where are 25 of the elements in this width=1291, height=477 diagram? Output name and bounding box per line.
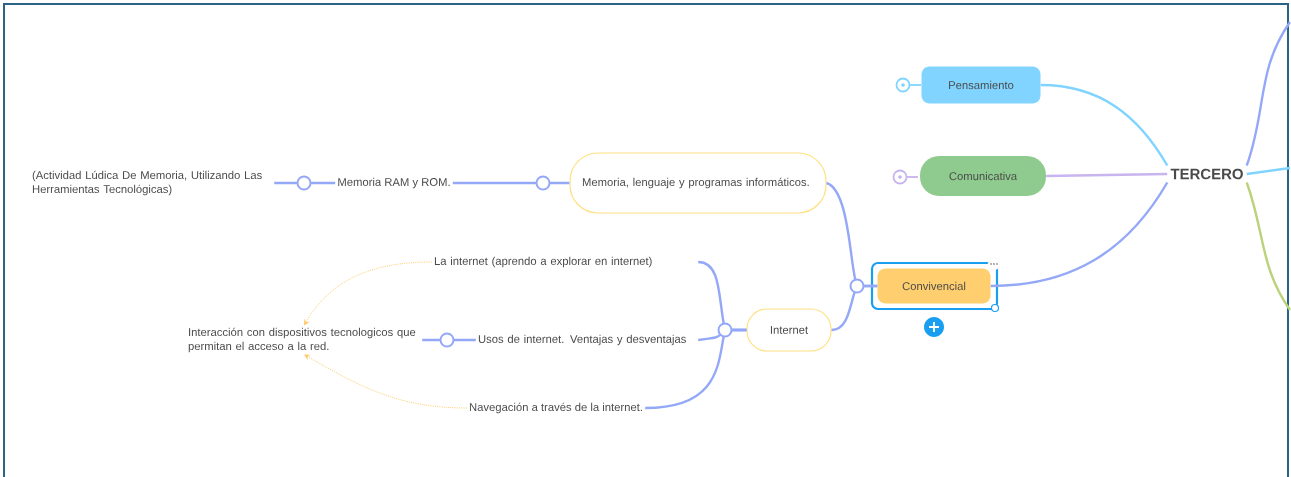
- subtopic-box: Memoria, lenguaje y programas informáticos.: [569, 152, 827, 214]
- branch-line: [645, 328, 747, 410]
- topic-text: Navegación a través de la internet.: [469, 402, 642, 414]
- topic-box: Comunicativa: [920, 156, 1046, 196]
- branch-line: [1245, 182, 1291, 311]
- topic-text: Memoria RAM y ROM.: [338, 177, 450, 189]
- branch-line: [1245, 21, 1291, 166]
- branch-line: [1246, 166, 1291, 176]
- branch-line: [452, 181, 570, 185]
- topic-text: Usos de internet. Ventajas y desventajas: [478, 334, 686, 346]
- topic-box: Pensamiento: [921, 66, 1041, 104]
- dotted-arrow: [304, 261, 433, 326]
- central-topic: TERCERO: [1170, 168, 1243, 180]
- branch-line: [990, 181, 1169, 288]
- branch-line: [1040, 83, 1169, 167]
- topic-text: La internet (aprendo a explorar en internet): [434, 256, 652, 268]
- branch-line: [422, 338, 476, 342]
- subtopic-box: Internet: [746, 308, 832, 352]
- branch-line: [1046, 172, 1168, 178]
- branch-line: [831, 284, 878, 332]
- topic-text: (Actividad Lúdica De Memoria, Utilizando Las Herramientas Tecnológicas): [32, 170, 262, 196]
- dotted-arrow: [304, 354, 468, 409]
- topic-box: Convivencial: [877, 268, 991, 304]
- branch-line: [274, 181, 336, 185]
- topic-text: Interacción con dispositivos tecnologicos que permitan el acceso a la red.: [188, 327, 416, 353]
